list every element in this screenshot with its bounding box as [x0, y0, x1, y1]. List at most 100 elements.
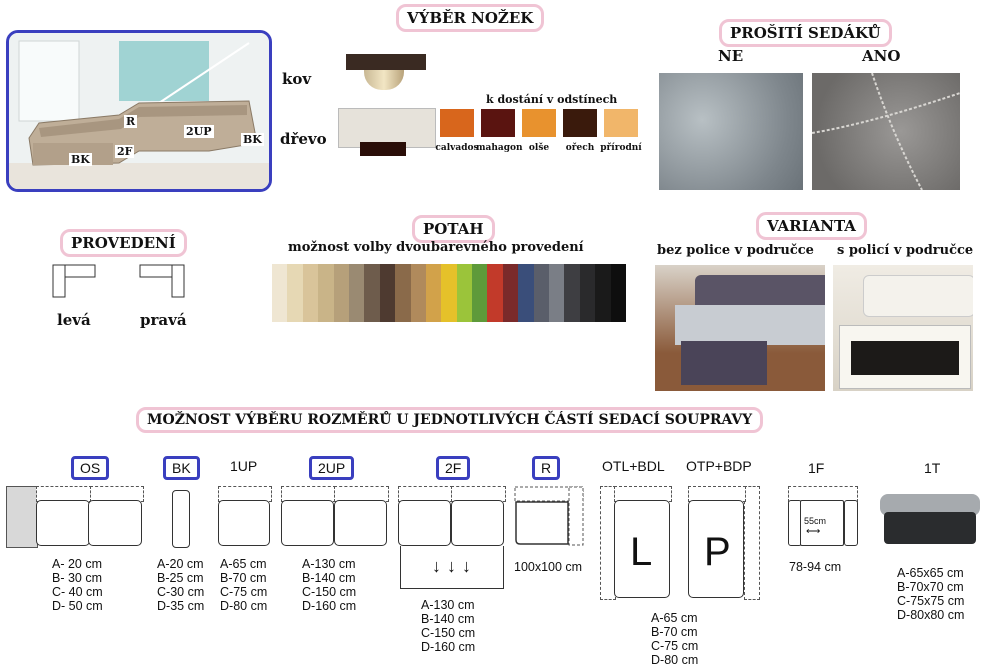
pullout-arrows-icon: ↓↓↓	[432, 556, 477, 576]
dim-line: D-80 cm	[220, 599, 268, 613]
fabric-color-swatch	[549, 264, 565, 322]
hero-label-2f: 2F	[115, 145, 135, 158]
shade-label-mahagon: mahagon	[476, 143, 523, 153]
dim-line: 100x100 cm	[514, 560, 583, 574]
dim-line: B- 30 cm	[52, 571, 103, 585]
module-tag-1up: 1UP	[230, 458, 258, 474]
legs-drevo-label: dřevo	[280, 130, 327, 148]
variant-without-shelf-label: bez police v područce	[657, 243, 814, 258]
dim-line: B-140 cm	[421, 612, 475, 626]
shade-label-olse: olše	[528, 143, 550, 153]
letter-l: L	[630, 530, 653, 574]
dim-line: C-75 cm	[651, 639, 699, 653]
fabric-color-swatch	[379, 264, 396, 322]
module-1f-dims: 78-94 cm	[789, 560, 841, 574]
module-r-dims: 100x100 cm	[514, 560, 582, 574]
dim-line: A-65 cm	[220, 557, 267, 571]
module-tag-1t: 1T	[924, 460, 941, 476]
dim-line: D-80x80 cm	[897, 608, 965, 622]
fabric-color-swatch	[456, 264, 473, 322]
metal-leg-image	[346, 54, 426, 94]
shade-swatch-mahagon	[481, 109, 515, 137]
shades-caption: k dostání v odstínech	[486, 93, 618, 106]
module-os-shape	[6, 486, 144, 548]
legs-kov-label: kov	[282, 70, 312, 88]
fabric-color-swatch	[364, 264, 380, 322]
module-os-dims: A- 20 cm B- 30 cm C- 40 cm D- 50 cm	[52, 557, 103, 613]
module-2f-dims: A-130 cm B-140 cm C-150 cm D-160 cm	[421, 598, 475, 654]
fabric-color-swatch	[579, 264, 596, 322]
dim-line: D-80 cm	[651, 653, 699, 667]
module-otp-shape: P	[688, 486, 760, 602]
hero-label-2up: 2UP	[184, 125, 214, 138]
stitching-title: PROŠITÍ SEDÁKŮ	[719, 19, 892, 47]
legs-title: VÝBĚR NOŽEK	[396, 4, 545, 32]
dim-line: D-160 cm	[302, 599, 357, 613]
right-orientation-icon	[139, 264, 185, 298]
module-1t-pouf-image	[878, 490, 982, 550]
dim-line: D- 50 cm	[52, 599, 103, 613]
dim-line: A-65 cm	[651, 611, 698, 625]
fabric-color-swatch	[302, 264, 319, 322]
dim-line: C-150 cm	[302, 585, 357, 599]
dim-line: C-75 cm	[220, 585, 268, 599]
dim-line: B-70 cm	[220, 571, 267, 585]
dim-line: B-70x70 cm	[897, 580, 964, 594]
module-tag-os: OS	[71, 456, 110, 480]
variant-with-shelf-image	[833, 265, 973, 391]
dim-line: C-75x75 cm	[897, 594, 965, 608]
stitching-ne-label: NE	[718, 47, 744, 65]
shade-swatch-orech	[563, 109, 597, 137]
inner-width-label: 55cm	[804, 516, 827, 526]
shade-swatch-prirodni	[604, 109, 638, 137]
variant-without-shelf-image	[655, 265, 825, 391]
fabric-color-swatch	[272, 264, 288, 322]
dim-line: 78-94 cm	[789, 560, 842, 574]
orientation-left-label: levá	[57, 311, 91, 329]
dim-line: A-65x65 cm	[897, 566, 964, 580]
fabric-color-swatch	[518, 264, 534, 322]
fabric-no-stitch-image	[659, 73, 803, 190]
module-tag-2up: 2UP	[309, 456, 355, 480]
module-1f-shape: 55cm ⟷	[788, 486, 858, 548]
fabric-color-swatch	[441, 264, 457, 322]
module-tag-bk: BK	[163, 456, 200, 480]
shade-label-calvados: calvados	[435, 143, 479, 153]
fabric-color-swatch	[595, 264, 611, 322]
width-arrow-icon: ⟷	[806, 526, 821, 537]
module-tag-otp-bdp: OTP+BDP	[686, 458, 752, 474]
fabric-color-strip	[272, 264, 626, 322]
shade-swatch-calvados	[440, 109, 474, 137]
shade-label-prirodni: přírodní	[600, 143, 642, 153]
module-tag-2f: 2F	[436, 456, 471, 480]
dim-line: A-130 cm	[302, 557, 356, 571]
fabric-color-swatch	[318, 264, 334, 322]
upholstery-title: POTAH	[412, 215, 495, 243]
module-bk-shape	[172, 490, 190, 548]
fabric-color-swatch	[425, 264, 442, 322]
variant-title: VARIANTA	[756, 212, 867, 240]
dim-line: B-140 cm	[302, 571, 356, 585]
module-2up-shape	[281, 486, 389, 548]
dim-line: B-25 cm	[157, 571, 204, 585]
fabric-color-swatch	[348, 264, 365, 322]
fabric-color-swatch	[472, 264, 488, 322]
variant-with-shelf-label: s policí v područce	[837, 243, 974, 258]
module-2up-dims: A-130 cm B-140 cm C-150 cm D-160 cm	[302, 557, 356, 613]
module-r-shape	[514, 486, 584, 546]
dim-line: A- 20 cm	[52, 557, 103, 571]
letter-p: P	[704, 530, 731, 574]
fabric-color-swatch	[410, 264, 426, 322]
hero-label-bk-left: BK	[69, 153, 92, 166]
orientation-right-label: pravá	[140, 311, 187, 329]
wood-leg-image	[338, 108, 436, 158]
module-1t-dims: A-65x65 cm B-70x70 cm C-75x75 cm D-80x80…	[897, 566, 964, 622]
fabric-color-swatch	[333, 264, 349, 322]
hero-label-r: R	[124, 115, 138, 128]
fabric-color-swatch	[502, 264, 519, 322]
module-1up-shape	[218, 486, 272, 548]
fabric-color-swatch	[610, 264, 626, 322]
fabric-color-swatch	[287, 264, 303, 322]
module-otl-otp-dims: A-65 cm B-70 cm C-75 cm D-80 cm	[651, 611, 698, 667]
module-otl-shape: L	[600, 486, 672, 602]
